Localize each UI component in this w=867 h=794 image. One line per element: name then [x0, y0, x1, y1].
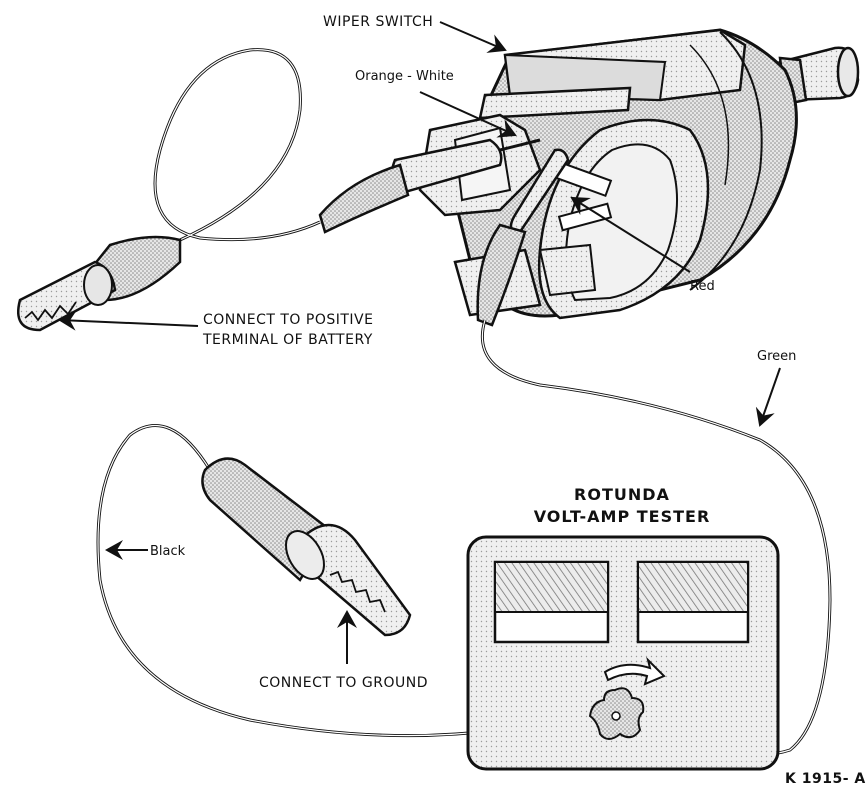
orange-white-leader: [419, 91, 517, 138]
tester-title-line2: VOLT-AMP TESTER: [534, 507, 711, 526]
connect-positive-label-1: CONNECT TO POSITIVE: [203, 312, 373, 328]
curved-arrow-icon: [603, 656, 666, 686]
battery-clip: [17, 235, 182, 332]
switch-shaft: [778, 46, 860, 106]
figure-id: K 1915- A: [785, 771, 866, 787]
wiper-switch-label: WIPER SWITCH: [323, 14, 433, 30]
red-probe: [476, 148, 570, 327]
orange-white-label: Orange - White: [355, 69, 454, 84]
green-label: Green: [757, 349, 796, 364]
volt-amp-tester: [466, 535, 780, 771]
right-meter: [636, 560, 750, 644]
orange-white-probe: [318, 138, 541, 234]
ground-clip: [201, 457, 412, 637]
green-leader: [755, 367, 781, 427]
left-meter: [493, 560, 610, 644]
connect-positive-label-2: TERMINAL OF BATTERY: [202, 332, 373, 348]
battery-lead-wire: [153, 48, 321, 242]
positive-leader: [58, 310, 199, 331]
connect-ground-label: CONNECT TO GROUND: [259, 675, 428, 691]
wiper-switch-leader: [439, 21, 507, 53]
black-label: Black: [150, 544, 186, 559]
leader-lines: [58, 21, 781, 664]
red-leader: [570, 196, 691, 273]
red-label: Red: [690, 279, 715, 294]
tester-title-line1: ROTUNDA: [574, 485, 670, 504]
